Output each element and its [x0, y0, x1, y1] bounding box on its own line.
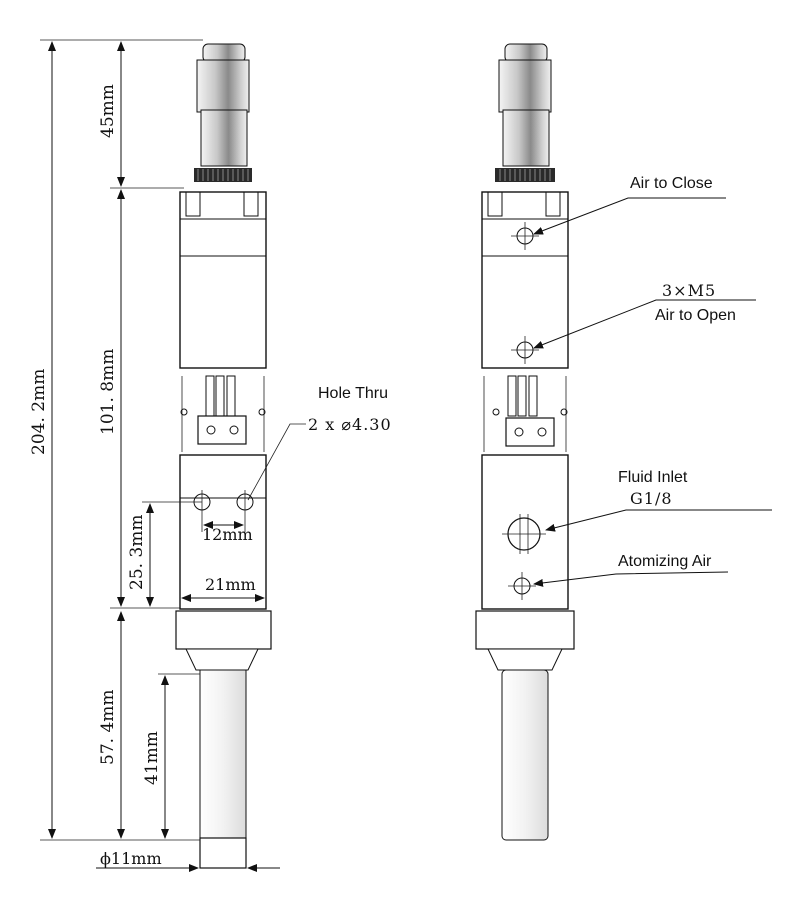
dim-bottom-section: 57. 4mm: [98, 690, 118, 766]
left-view: 204. 2mm 45mm 101. 8mm 25. 3mm 57. 4mm 4…: [29, 39, 392, 872]
hole-thru-spec: 2 x ⌀4.30: [308, 415, 392, 434]
left-upper-block: [179, 191, 267, 369]
dim-block-width: 21mm: [205, 575, 256, 594]
dim-overall-height: 204. 2mm: [29, 369, 49, 455]
air-to-open-label: Air to Open: [655, 307, 736, 324]
left-guide-section: [180, 375, 266, 452]
dim-hole-spacing: 12mm: [202, 525, 253, 544]
right-view: Air to Close 3×M5 Air to Open Fluid Inle…: [475, 43, 772, 841]
right-nozzle: [475, 610, 575, 841]
left-lower-block: [179, 454, 267, 610]
dim-hole-height: 25. 3mm: [127, 515, 147, 591]
left-nozzle: [175, 610, 272, 869]
left-dimension-lines: [40, 39, 306, 872]
left-adjust-knob: [194, 43, 252, 182]
dim-nozzle-diameter: ϕ11mm: [100, 849, 162, 868]
fluid-inlet-label: Fluid Inlet: [618, 469, 688, 486]
dim-top-section: 45mm: [98, 84, 118, 138]
dim-middle-section: 101. 8mm: [98, 349, 118, 435]
atomizing-air-label: Atomizing Air: [618, 553, 712, 570]
air-to-close-label: Air to Close: [630, 175, 713, 192]
port-thread-label: 3×M5: [662, 281, 716, 300]
dim-nozzle-length: 41mm: [142, 731, 162, 785]
hole-thru-title: Hole Thru: [318, 385, 388, 402]
right-adjust-knob: [495, 43, 555, 182]
right-leader-lines: [533, 197, 772, 587]
right-upper-block: [481, 191, 569, 369]
right-lower-block: [481, 454, 569, 610]
fluid-thread-label: G1/8: [630, 489, 673, 508]
right-guide-section: [483, 375, 568, 452]
